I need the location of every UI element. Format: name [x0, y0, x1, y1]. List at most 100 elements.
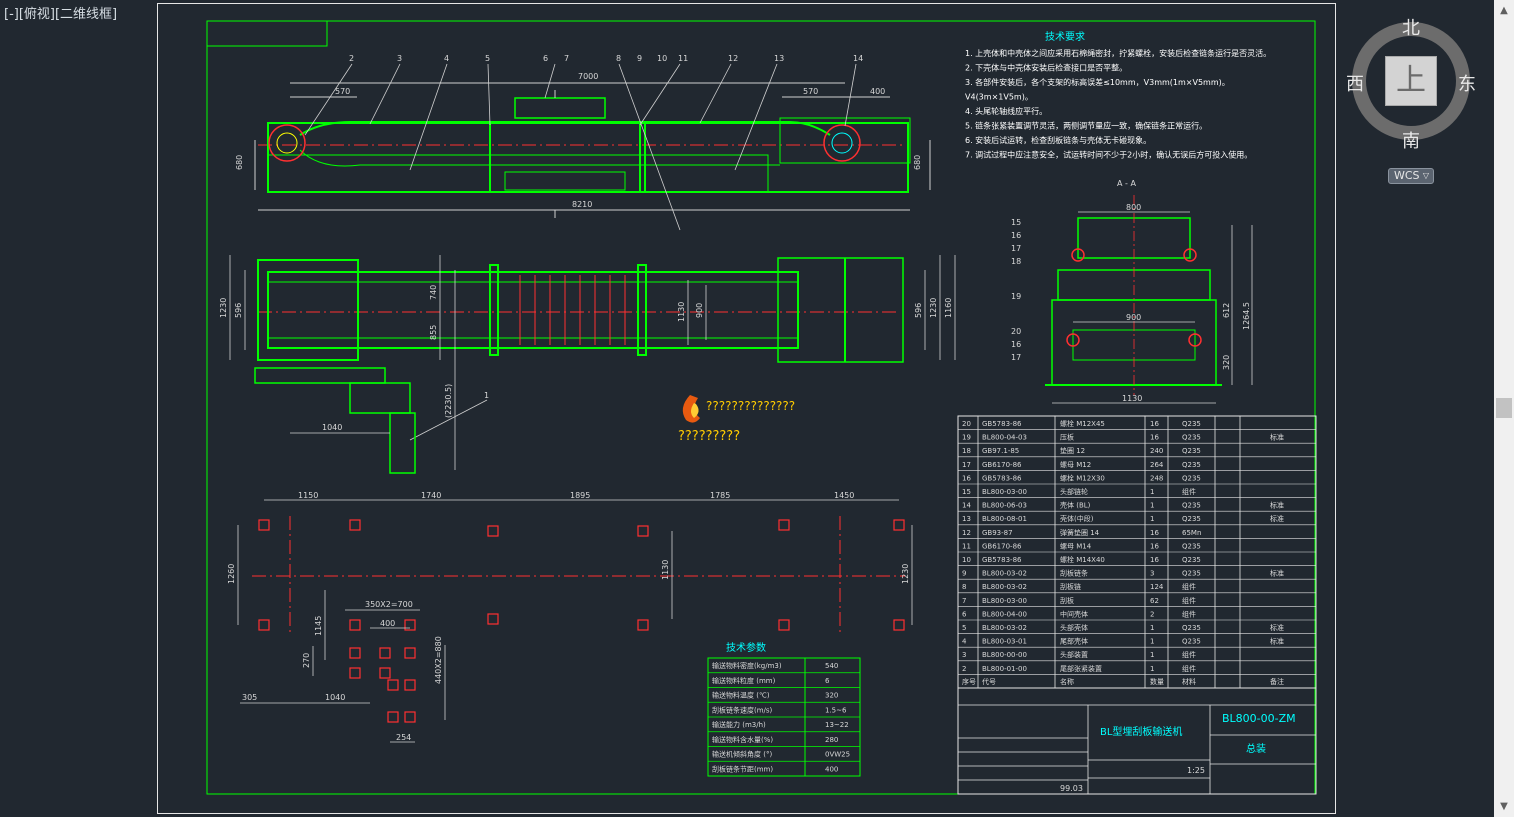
section-label: A - A — [1117, 179, 1136, 188]
svg-text:2: 2 — [349, 54, 354, 63]
chevron-down-icon: ▽ — [1422, 171, 1429, 180]
scroll-up-icon[interactable]: ▲ — [1500, 5, 1508, 16]
svg-text:7000: 7000 — [578, 72, 598, 81]
tech-param-value: 0VW25 — [825, 751, 850, 759]
frame-tag-box — [206, 20, 328, 47]
bom-cell: BL800-03-00 — [982, 597, 1027, 605]
bom-cell: 2 — [962, 665, 966, 673]
bom-cell: Q235 — [1182, 474, 1201, 482]
bom-cell: 弹簧垫圈 14 — [1060, 528, 1100, 537]
svg-text:19: 19 — [1011, 292, 1021, 301]
technical-note: 1. 上壳体和中壳体之间应采用石棉绳密封，拧紧螺栓，安装后检查链条运行是否灵活。 — [965, 48, 1271, 58]
scroll-down-icon[interactable]: ▼ — [1500, 801, 1508, 812]
section-view — [1045, 195, 1253, 404]
bom-cell: 240 — [1150, 447, 1163, 455]
bom-cell: 螺栓 M14X40 — [1060, 555, 1105, 564]
svg-text:1145: 1145 — [314, 616, 323, 636]
viewport-controls-label[interactable]: [-][俯视][二维线框] — [4, 7, 118, 22]
viewcube-east[interactable]: 东 — [1458, 74, 1476, 95]
bom-cell: 标准 — [1270, 637, 1284, 646]
tech-param-label: 输送物料温度 (℃) — [712, 691, 770, 700]
notes-title: 技术要求 — [1045, 30, 1085, 43]
svg-text:740: 740 — [429, 285, 438, 300]
wcs-menu-button[interactable]: WCS▽ — [1388, 168, 1434, 184]
technical-note: 7. 调试过程中应注意安全，试运转时间不少于2小时，确认无误后方可投入使用。 — [965, 150, 1252, 160]
bom-cell: 16 — [962, 474, 971, 482]
bom-cell: Q235 — [1182, 638, 1201, 646]
svg-text:900: 900 — [695, 303, 704, 318]
bom-cell: 264 — [1150, 461, 1164, 469]
viewcube-north[interactable]: 北 — [1402, 18, 1420, 39]
svg-text:270: 270 — [302, 653, 311, 668]
tech-param-label: 输送机倾斜角度 (°) — [712, 750, 772, 759]
bom-cell: 14 — [962, 502, 971, 510]
scrollbar-thumb[interactable] — [1496, 398, 1512, 418]
vertical-scrollbar[interactable]: ▲ ▼ — [1494, 0, 1514, 817]
tech-param-value: 6 — [825, 677, 830, 685]
technical-note: 3. 各部件安装后，各个支架的标高误差≤10mm，V3mm(1m×V5mm)。 — [965, 77, 1230, 87]
svg-text:305: 305 — [242, 693, 257, 702]
bom-cell: GB93-87 — [982, 529, 1013, 537]
svg-text:16: 16 — [1011, 340, 1021, 349]
bom-header-cell: 代号 — [982, 677, 996, 686]
svg-text:18: 18 — [1011, 257, 1021, 266]
tech-param-value: 13~22 — [825, 721, 849, 729]
logo-text-2: ????????? — [678, 429, 740, 444]
svg-text:20: 20 — [1011, 327, 1021, 336]
bom-cell: 1 — [1150, 638, 1154, 646]
bom-cell: BL800-03-02 — [982, 624, 1027, 632]
svg-text:596: 596 — [234, 303, 243, 318]
svg-text:16: 16 — [1011, 231, 1021, 240]
elevation-dims: 7000 570 570 400 8210 680 680 — [235, 72, 922, 209]
bom-cell: 标准 — [1270, 623, 1284, 632]
bom-cell: 压板 — [1060, 433, 1074, 442]
bom-cell: 组件 — [1182, 582, 1196, 591]
svg-text:1230: 1230 — [929, 298, 938, 318]
bom-cell: BL800-00-00 — [982, 651, 1027, 659]
svg-text:440X2=880: 440X2=880 — [434, 636, 443, 684]
logo — [682, 395, 700, 423]
viewcube-top-face[interactable]: 上 — [1385, 56, 1437, 106]
viewcube[interactable]: 北 南 西 东 上 WCS▽ — [1346, 14, 1476, 184]
bom-cell: 头部装置 — [1060, 650, 1088, 659]
bom-cell: 8 — [962, 583, 966, 591]
bom-cell: 垫圈 12 — [1060, 446, 1085, 455]
svg-text:900: 900 — [1126, 313, 1141, 322]
svg-text:680: 680 — [913, 155, 922, 170]
svg-text:13: 13 — [774, 54, 784, 63]
drawing-code: BL800-00-ZM — [1222, 712, 1296, 725]
svg-text:596: 596 — [914, 303, 923, 318]
bom-cell: Q235 — [1182, 447, 1201, 455]
bom-cell: GB5783-86 — [982, 556, 1022, 564]
bom-cell: Q235 — [1182, 420, 1201, 428]
viewcube-south[interactable]: 南 — [1402, 131, 1420, 152]
bom-cell: BL800-03-00 — [982, 488, 1027, 496]
drawing-sheet-border — [157, 3, 1336, 814]
svg-text:1040: 1040 — [325, 693, 345, 702]
bom-cell: 18 — [962, 447, 971, 455]
bom-cell: 组件 — [1182, 664, 1196, 673]
svg-text:1150: 1150 — [298, 491, 318, 500]
bom-cell: 1 — [1150, 502, 1154, 510]
bom-cell: GB5783-86 — [982, 420, 1022, 428]
technical-note: V4(3m×1V5m)。 — [965, 93, 1033, 102]
tech-param-value: 540 — [825, 662, 838, 670]
bom-cell: BL800-01-00 — [982, 665, 1027, 673]
svg-text:14: 14 — [853, 54, 863, 63]
tech-param-label: 输送物料含水量(%) — [712, 735, 773, 744]
bom-cell: 11 — [962, 542, 971, 550]
svg-text:1: 1 — [484, 391, 489, 400]
tech-param-value: 400 — [825, 765, 838, 773]
svg-text:17: 17 — [1011, 353, 1021, 362]
technical-note: 2. 下壳体与中壳体安装后检查接口是否平整。 — [965, 63, 1127, 73]
svg-text:(2230.5): (2230.5) — [444, 384, 453, 418]
viewcube-west[interactable]: 西 — [1346, 74, 1364, 95]
bom-cell: 12 — [962, 529, 971, 537]
svg-text:570: 570 — [335, 87, 350, 96]
title-block — [957, 687, 1317, 795]
svg-text:400: 400 — [870, 87, 885, 96]
svg-text:400: 400 — [380, 619, 395, 628]
